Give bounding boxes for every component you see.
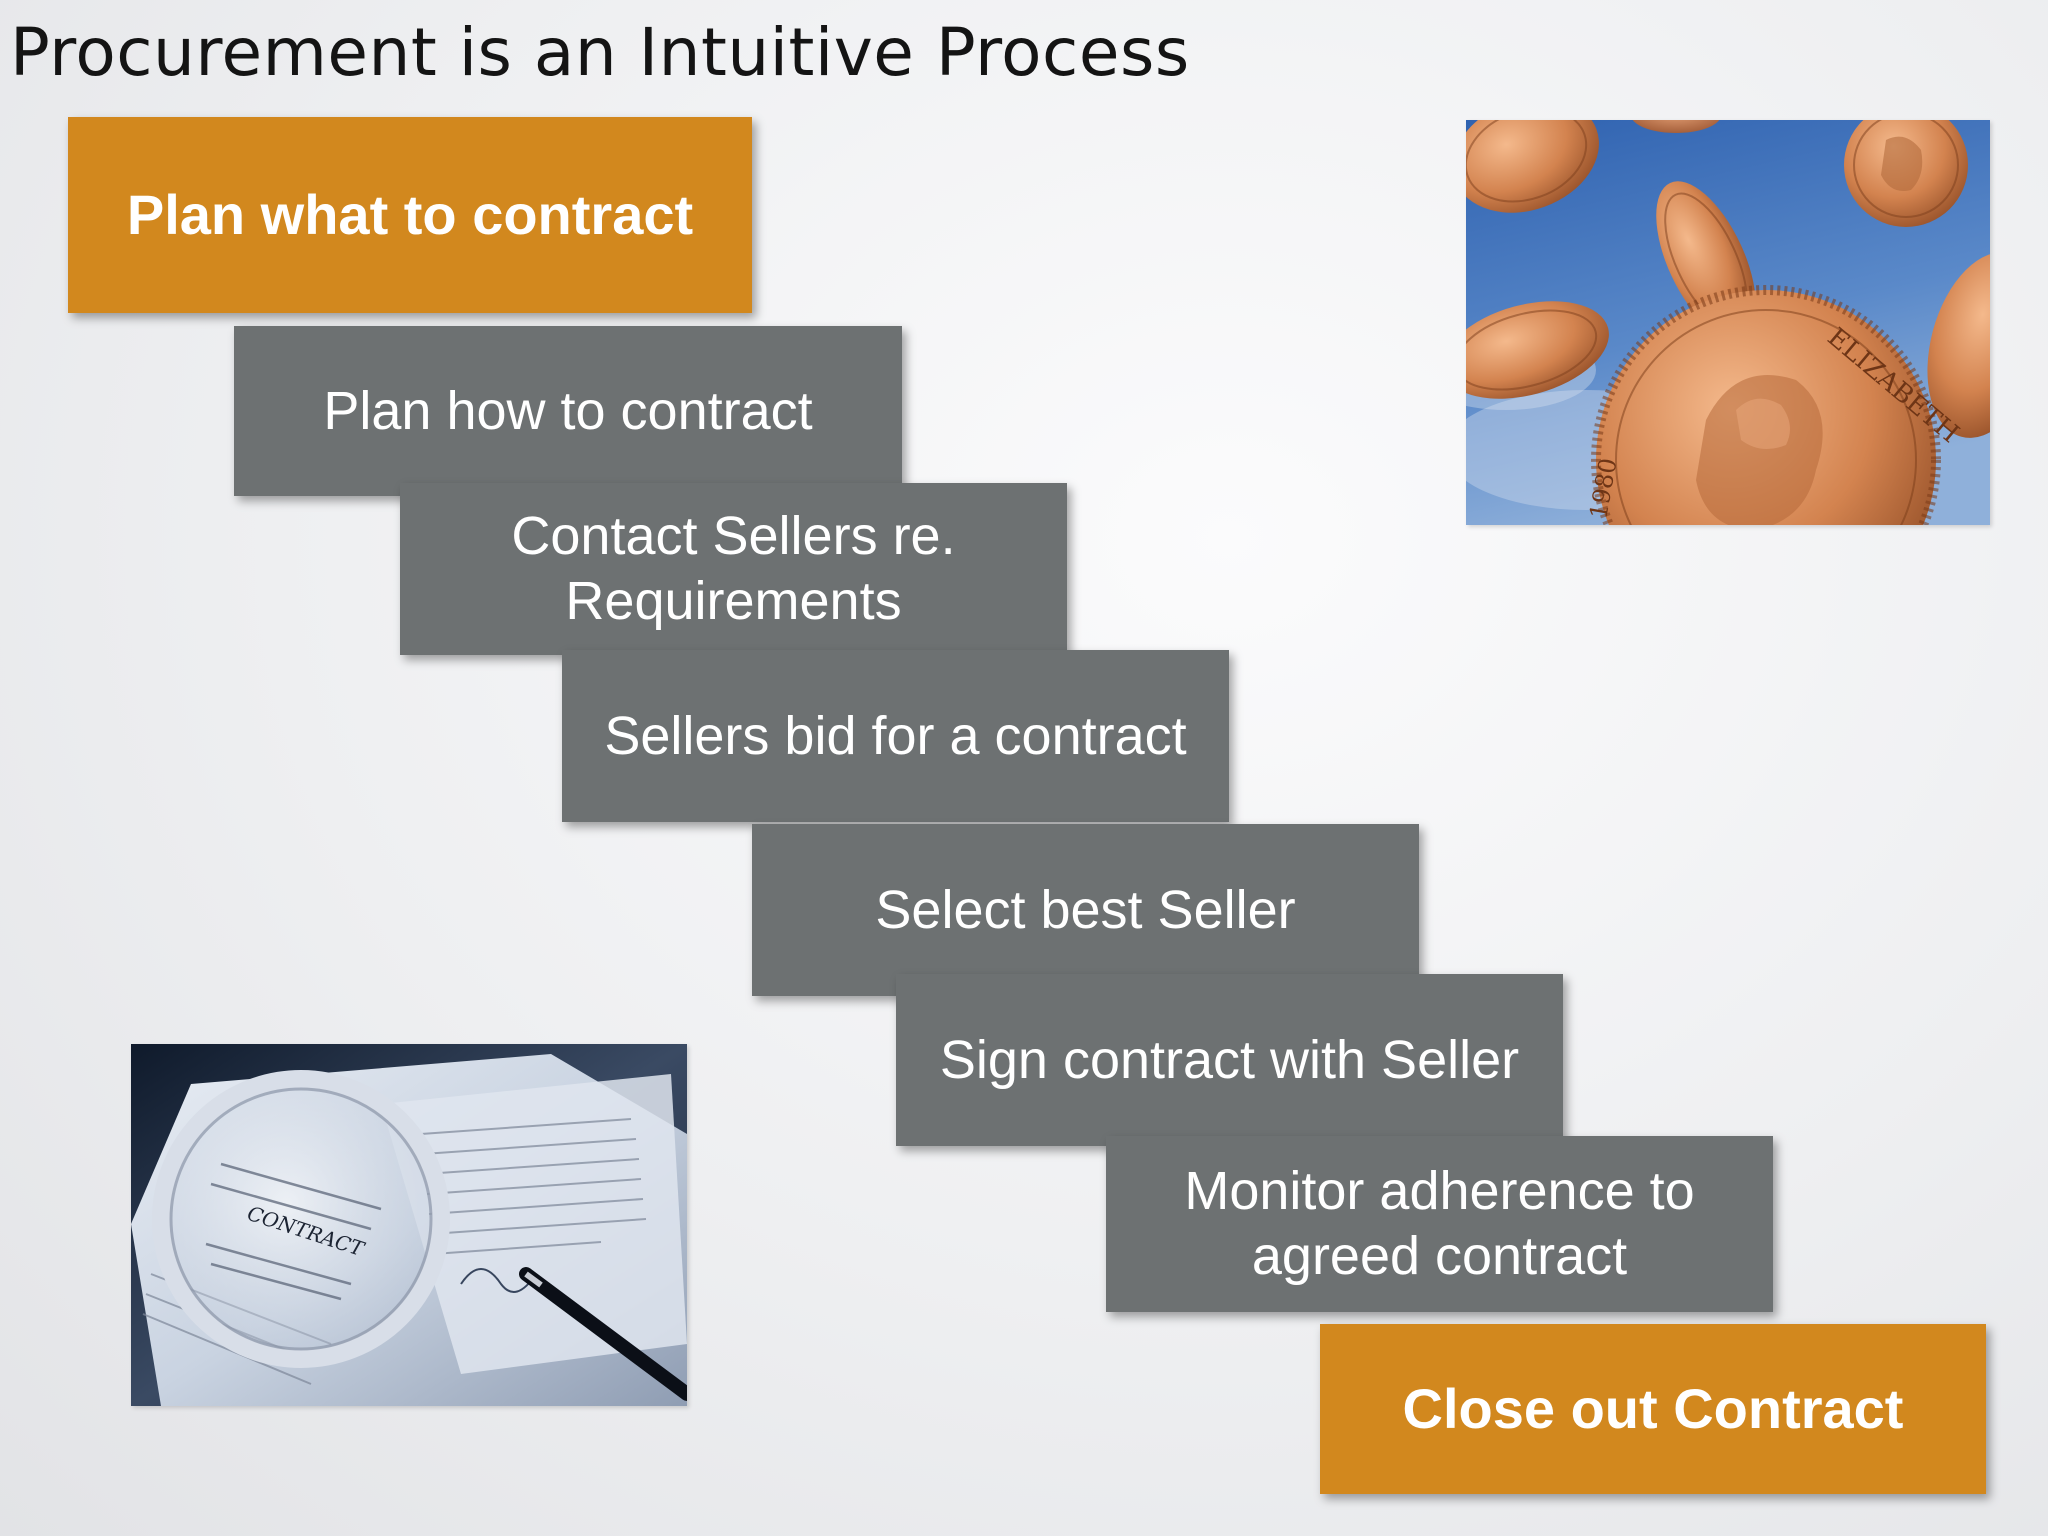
slide-title: Procurement is an Intuitive Process bbox=[10, 14, 1190, 91]
coins-illustration: ELIZABETH 1980 bbox=[1466, 120, 1990, 525]
step-plan-what-to-contract: Plan what to contract bbox=[68, 117, 752, 313]
step-sign-contract: Sign contract with Seller bbox=[896, 974, 1563, 1146]
step-close-out-contract: Close out Contract bbox=[1320, 1324, 1986, 1494]
step-select-best-seller: Select best Seller bbox=[752, 824, 1419, 996]
step-monitor-adherence: Monitor adherence to agreed contract bbox=[1106, 1136, 1773, 1312]
contract-magnifier-photo: CONTRACT bbox=[131, 1044, 687, 1406]
contract-illustration: CONTRACT bbox=[131, 1044, 687, 1406]
step-contact-sellers: Contact Sellers re. Requirements bbox=[400, 483, 1067, 655]
step-sellers-bid: Sellers bid for a contract bbox=[562, 650, 1229, 822]
coins-photo: ELIZABETH 1980 bbox=[1466, 120, 1990, 525]
step-plan-how-to-contract: Plan how to contract bbox=[234, 326, 902, 496]
